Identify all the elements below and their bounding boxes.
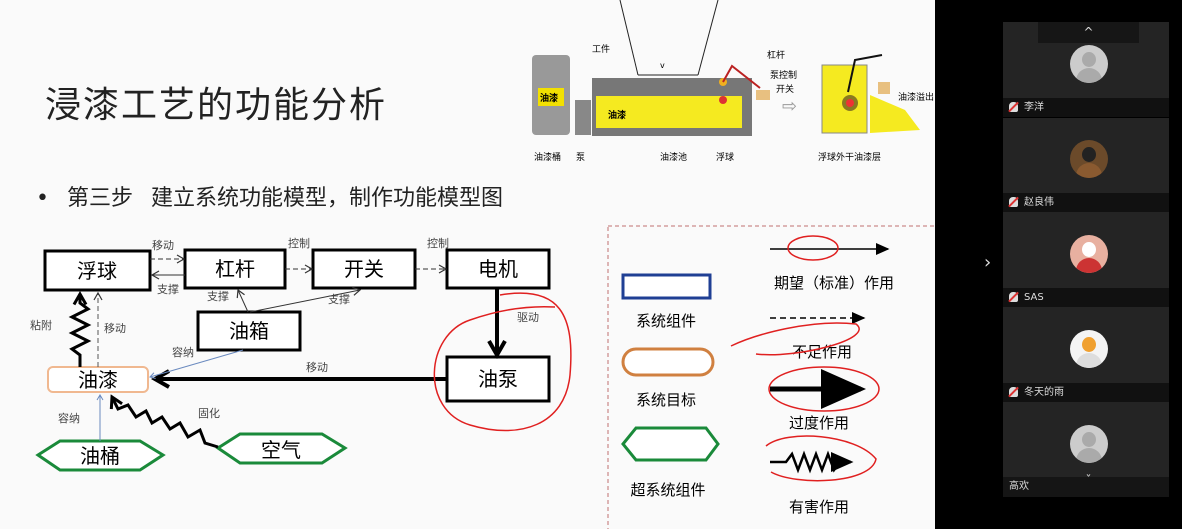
relation-label: 移动 <box>306 361 328 374</box>
pool-label: 油漆 <box>608 109 626 121</box>
legend-component-swatch <box>621 273 712 300</box>
velocity-label: v <box>660 61 665 70</box>
air-label: 空气 <box>261 438 301 462</box>
svg-text:⇨: ⇨ <box>782 96 797 117</box>
expand-panel-button[interactable]: › <box>984 252 992 273</box>
bucket-label: 油漆 <box>540 92 558 104</box>
workpiece-label: 工件 <box>592 43 610 55</box>
participant-name-bar: 李洋 <box>1003 98 1169 117</box>
float-layer-caption: 浮球外干油漆层 <box>818 151 881 163</box>
relation-label: 支撑 <box>157 282 179 296</box>
supersystem-air: 空气 <box>215 432 348 465</box>
relation-label: 支撑 <box>207 289 229 303</box>
component-float: 浮球 <box>43 249 152 292</box>
legend-label: 系统目标 <box>636 391 696 409</box>
motor-label: 电机 <box>478 257 518 281</box>
float-caption: 浮球 <box>716 151 734 163</box>
supersystem-bucket: 油桶 <box>35 439 166 472</box>
legend-label: 系统组件 <box>636 312 696 330</box>
relation-label: 容纳 <box>58 411 80 425</box>
relation-label: 粘附 <box>30 318 52 332</box>
participant-name: 高欢 <box>1009 481 1029 492</box>
lever-label: 杠杆 <box>767 49 785 61</box>
arrow-adhere-harmful <box>68 290 92 367</box>
legend-label: 期望（标准）作用 <box>774 274 894 292</box>
participant-name: SAS <box>1024 292 1044 303</box>
relation-label: 控制 <box>427 236 449 250</box>
relation-label: 支撑 <box>328 292 350 306</box>
presentation-slide: 浸漆工艺的功能分析 • 第三步建立系统功能模型，制作功能模型图 油漆 油漆 工件 … <box>30 0 935 529</box>
legend-label: 不足作用 <box>792 343 852 361</box>
legend-label: 超系统组件 <box>630 481 705 499</box>
switch-label: 开关 <box>344 257 384 281</box>
participant-name: 李洋 <box>1024 102 1044 113</box>
relation-label: 控制 <box>288 236 310 250</box>
dipping-process-illustration: 油漆 油漆 工件 v 杠杆 泵控制 开关 油漆桶 泵 油漆池 浮球 ⇨ 油漆溢出… <box>532 0 934 163</box>
bullet-text: 建立系统功能模型，制作功能模型图 <box>151 186 504 211</box>
legend-supersystem-swatch <box>621 426 720 462</box>
pump-caption: 泵 <box>576 152 585 163</box>
avatar <box>1070 425 1108 463</box>
pool-caption: 油漆池 <box>660 151 687 163</box>
arrow-contain <box>149 349 244 379</box>
bullet-point: • 第三步建立系统功能模型，制作功能模型图 <box>36 180 503 212</box>
component-switch: 开关 <box>311 248 417 290</box>
avatar <box>1070 235 1108 273</box>
annotation-marks <box>730 235 880 482</box>
scroll-down-button[interactable]: ˇ <box>1085 473 1092 487</box>
participant-name-bar: SAS <box>1003 288 1169 307</box>
legend-label: 有害作用 <box>789 498 849 516</box>
bucket-label: 油桶 <box>80 444 120 468</box>
relation-label: 移动 <box>104 322 126 335</box>
overflow-label: 油漆溢出 <box>898 91 934 103</box>
bullet-step: 第三步 <box>66 186 133 211</box>
relation-label: 移动 <box>152 239 174 252</box>
arrow-support <box>236 288 249 313</box>
legend: 系统组件 系统目标 超系统组件 期望（标准）作用 不足作用 过度作用 有害作用 <box>607 225 935 529</box>
switch-label: 开关 <box>776 83 794 95</box>
slide-title: 浸漆工艺的功能分析 <box>45 85 388 126</box>
legend-target-swatch <box>621 347 715 377</box>
participant-name: 冬天的雨 <box>1024 387 1064 398</box>
participant-name-bar: 冬天的雨 <box>1003 383 1169 402</box>
lever-label: 杠杆 <box>215 257 255 281</box>
pump-label: 油泵 <box>478 367 518 391</box>
arrow-cure-harmful <box>109 394 219 449</box>
component-lever: 杠杆 <box>183 248 287 290</box>
mic-muted-icon <box>1009 102 1018 112</box>
legend-harmful-arrow <box>770 450 854 474</box>
relation-label: 容纳 <box>172 345 194 359</box>
float-label: 浮球 <box>77 259 117 283</box>
relation-label: 驱动 <box>517 311 539 324</box>
tank-label: 油箱 <box>229 319 269 343</box>
legend-label: 过度作用 <box>789 414 849 432</box>
function-model-diagram: 浮球 杠杆 开关 电机 油箱 油泵 油漆 油桶 空气 移动 支撑 控制 控制 支… <box>30 236 572 472</box>
relation-label: 固化 <box>198 406 220 420</box>
avatar <box>1070 45 1108 83</box>
mic-muted-icon <box>1009 387 1018 397</box>
scroll-up-button[interactable]: ^ <box>1038 22 1139 43</box>
paint-label: 油漆 <box>78 368 118 392</box>
annotation-circle <box>433 292 572 432</box>
participant-name-bar: 赵良伟 <box>1003 193 1169 212</box>
arrow-support <box>249 286 362 313</box>
participant-name: 赵良伟 <box>1024 197 1054 208</box>
mic-muted-icon <box>1009 197 1018 207</box>
mic-muted-icon <box>1009 292 1018 302</box>
participant-name-bar: 高欢 <box>1003 477 1169 497</box>
target-paint: 油漆 <box>47 366 149 393</box>
component-pump: 油泵 <box>445 355 551 403</box>
bucket-caption: 油漆桶 <box>534 151 561 163</box>
avatar <box>1070 140 1108 178</box>
bullet-marker: • <box>36 186 49 211</box>
component-motor: 电机 <box>445 248 551 290</box>
pump-control-label: 泵控制 <box>770 69 797 81</box>
component-tank: 油箱 <box>196 310 302 352</box>
avatar <box>1070 330 1108 368</box>
